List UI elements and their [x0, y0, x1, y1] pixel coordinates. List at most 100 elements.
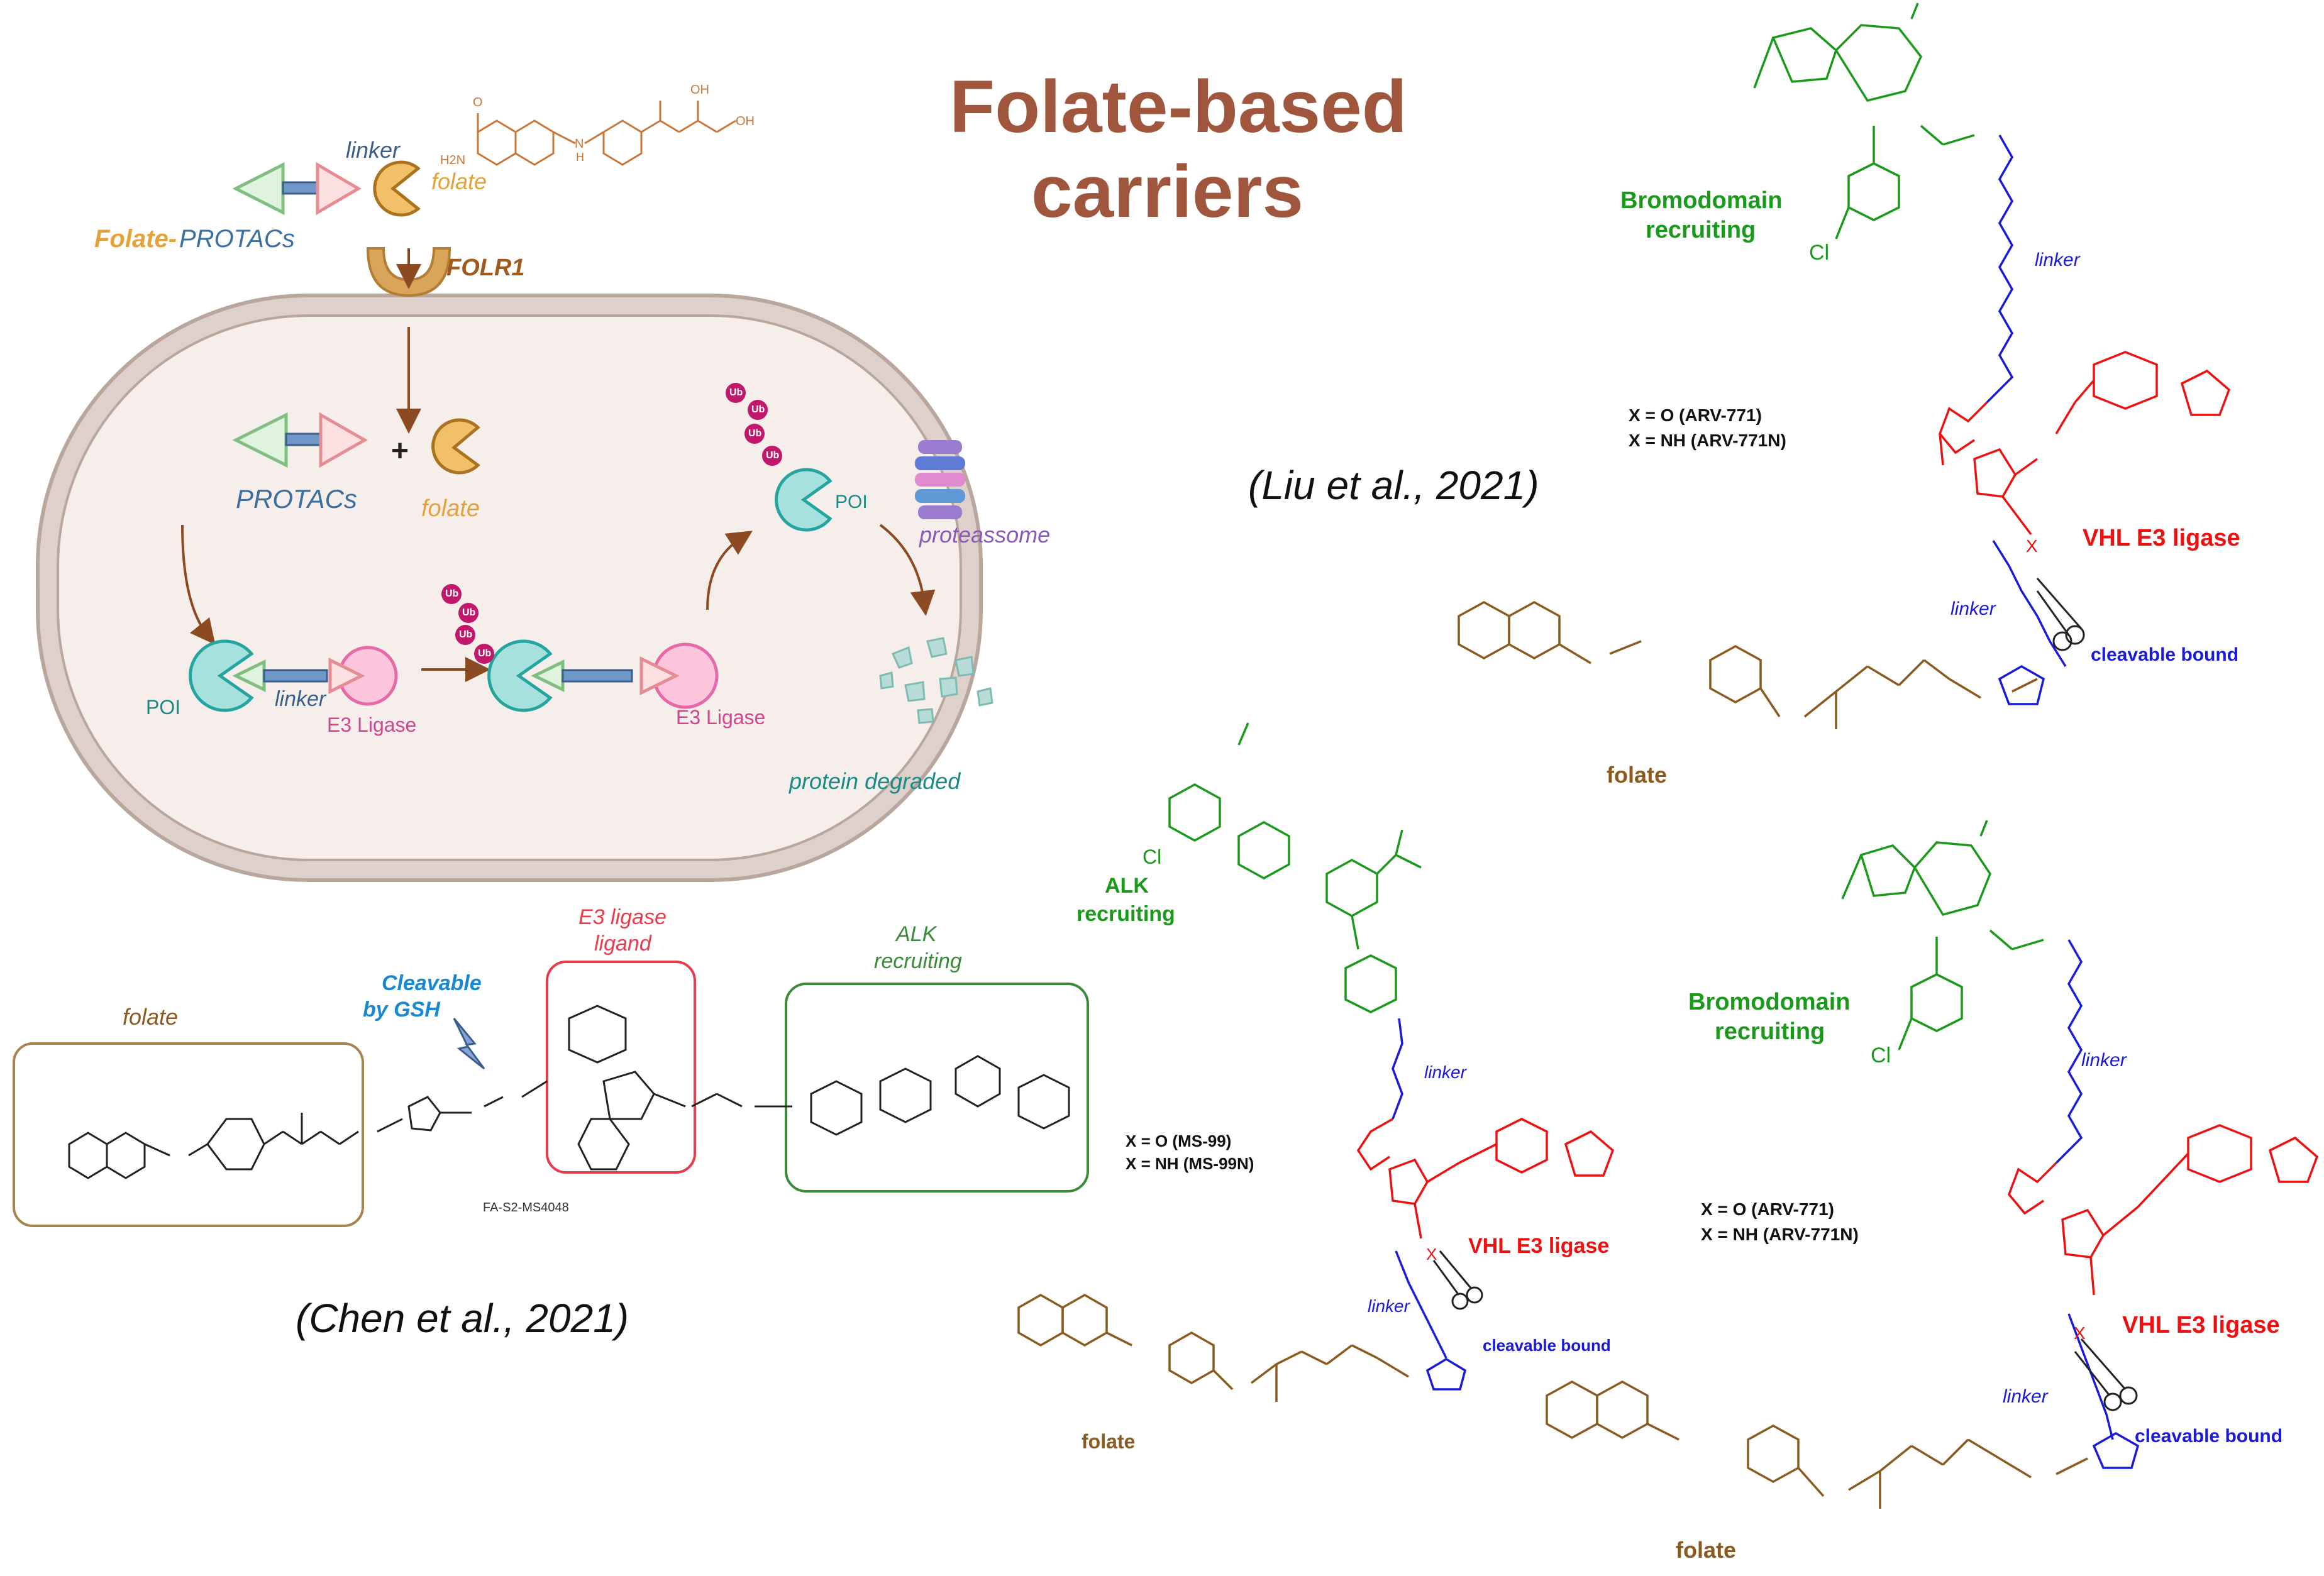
- middle-vhl-structure: [1356, 1118, 1615, 1239]
- scissors-icon-middle: [1432, 1250, 1483, 1310]
- liu-top-folate-structure: [1458, 601, 2038, 729]
- scissors-icon-bottom: [2074, 1338, 2138, 1411]
- label-e3-left: E3 Ligase: [327, 714, 417, 736]
- label-plus: +: [391, 434, 409, 468]
- liu-bottom-label-folate: folate: [1676, 1537, 1737, 1563]
- ternary-complex-2: [487, 639, 719, 712]
- ub-label-7: Ub: [459, 629, 473, 640]
- middle-label-alk-b: recruiting: [1076, 902, 1175, 926]
- liu-top-label-linker1: linker: [2035, 250, 2080, 270]
- label-folate-top: folate: [431, 168, 487, 194]
- liu-top-label-x: X: [2026, 536, 2038, 556]
- liu-bottom-label-x-o: X = O (ARV-771): [1701, 1199, 1834, 1219]
- label-e3-right: E3 Ligase: [676, 706, 766, 729]
- chen-alk-box: [785, 983, 1089, 1193]
- liu-bottom-label-bromodomain-b: recruiting: [1715, 1018, 1825, 1045]
- chen-label-alk-a: ALK: [896, 922, 937, 946]
- chen-label-alk-b: recruiting: [874, 949, 962, 973]
- arrow-curve-1: [181, 524, 216, 645]
- label-linker-mid: linker: [275, 687, 326, 711]
- middle-label-alk-a: ALK: [1105, 874, 1149, 898]
- arrow-curve-3: [879, 524, 936, 616]
- chen-citation: (Chen et al., 2021): [296, 1296, 629, 1341]
- middle-label-folate: folate: [1082, 1430, 1136, 1453]
- chen-structure: [68, 1005, 1070, 1179]
- arrow-curve-2: [706, 531, 753, 610]
- page-title-line1: Folate-based: [949, 65, 1407, 148]
- chen-compound-name: FA-S2-MS4048: [483, 1201, 569, 1215]
- label-folate-protacs-b: PROTACs: [179, 225, 295, 253]
- ub-label-3: Ub: [748, 428, 762, 439]
- middle-label-x: X: [1426, 1245, 1437, 1264]
- ub-label-1: Ub: [729, 387, 743, 398]
- struct-label-oh2: OH: [736, 114, 755, 128]
- liu-top-linker-structure: [1986, 135, 2067, 667]
- liu-top-label-vhl: VHL E3 ligase: [2083, 525, 2240, 551]
- middle-label-linker2: linker: [1368, 1296, 1410, 1316]
- middle-label-cleavable: cleavable bound: [1483, 1336, 1611, 1355]
- liu-top-label-folate: folate: [1607, 762, 1668, 788]
- liu-bottom-label-cleavable: cleavable bound: [2135, 1426, 2283, 1447]
- ubiquitin-chain-1: [441, 584, 494, 664]
- chen-label-e3-b: ligand: [594, 932, 651, 956]
- liu-bottom-label-bromodomain-a: Bromodomain: [1688, 989, 1851, 1015]
- liu-top-label-cl: Cl: [1809, 241, 1830, 265]
- liu-top-vhl-structure: [1939, 351, 2231, 536]
- ub-label-6: Ub: [462, 607, 476, 618]
- struct-label-o: O: [473, 96, 483, 109]
- poi-ubiquitinated-icon: [775, 468, 833, 532]
- middle-label-x-nh: X = NH (MS-99N): [1126, 1154, 1254, 1173]
- chen-label-by-gsh: by GSH: [363, 998, 440, 1022]
- liu-bottom-label-x-nh: X = NH (ARV-771N): [1701, 1225, 1859, 1244]
- liu-top-label-bromodomain-a: Bromodomain: [1620, 187, 1783, 214]
- chen-e3-box: [546, 961, 696, 1174]
- label-folate-mid: folate: [421, 495, 480, 522]
- ub-label-5: Ub: [445, 588, 459, 599]
- folr1-receptor-icon: [366, 247, 451, 297]
- liu-bottom-label-linker1: linker: [2081, 1050, 2127, 1071]
- struct-label-oh1: OH: [690, 83, 709, 97]
- scissors-icon-top: [2036, 578, 2085, 651]
- middle-label-linker1: linker: [1424, 1062, 1466, 1082]
- label-protacs: PROTACs: [236, 484, 357, 514]
- label-linker-top: linker: [346, 137, 401, 163]
- ub-label-4: Ub: [766, 450, 780, 461]
- chen-label-e3-a: E3 ligase: [578, 905, 667, 929]
- liu-bottom-label-vhl: VHL E3 ligase: [2122, 1312, 2280, 1338]
- ub-label-2: Ub: [751, 404, 765, 415]
- liu-top-triazole: [1998, 664, 2045, 705]
- liu-top-label-cleavable: cleavable bound: [2091, 644, 2239, 665]
- liu-bottom-vhl-structure: [2008, 1124, 2319, 1296]
- middle-folate-structure: [1017, 1293, 1409, 1402]
- label-poi-left: POI: [146, 696, 181, 719]
- folate-icon: [431, 418, 480, 475]
- middle-linker-structure: [1392, 1018, 1467, 1391]
- liu-bottom-label-cl: Cl: [1871, 1044, 1891, 1067]
- ternary-complex-1: [189, 639, 398, 712]
- folate-structure-top: [477, 101, 736, 166]
- label-folr1: FOLR1: [446, 255, 525, 281]
- ubiquitin-chain-2: [726, 383, 782, 466]
- liu-top-label-linker2: linker: [1950, 598, 1996, 619]
- struct-label-nh: N: [575, 137, 584, 151]
- label-proteasome: proteassome: [919, 522, 1051, 548]
- middle-label-x-o: X = O (MS-99): [1126, 1132, 1232, 1150]
- liu-bottom-linker-structure: [2055, 939, 2140, 1469]
- chen-folate-box: [13, 1042, 364, 1227]
- middle-alk-structure: [1168, 722, 1422, 1013]
- liu-bottom-folate-structure: [1546, 1380, 2088, 1509]
- degraded-protein-icon: [879, 637, 993, 724]
- ub-label-8: Ub: [478, 648, 492, 659]
- middle-label-vhl: VHL E3 ligase: [1468, 1234, 1610, 1258]
- liu-top-label-x-o: X = O (ARV-771): [1629, 405, 1762, 425]
- proteasome-icon: [915, 440, 965, 519]
- label-poi-top: POI: [835, 492, 868, 512]
- liu-citation: (Liu et al., 2021): [1248, 463, 1539, 508]
- liu-bottom-bromodomain-structure: [1841, 820, 2044, 1050]
- liu-bottom-label-linker2: linker: [2003, 1386, 2048, 1407]
- liu-bottom-label-x: X: [2074, 1323, 2086, 1343]
- page-title-line2: carriers: [1031, 150, 1304, 233]
- struct-label-h: H: [576, 151, 584, 163]
- label-folate-protacs-a: Folate-: [94, 225, 177, 253]
- chen-label-folate: folate: [123, 1004, 179, 1030]
